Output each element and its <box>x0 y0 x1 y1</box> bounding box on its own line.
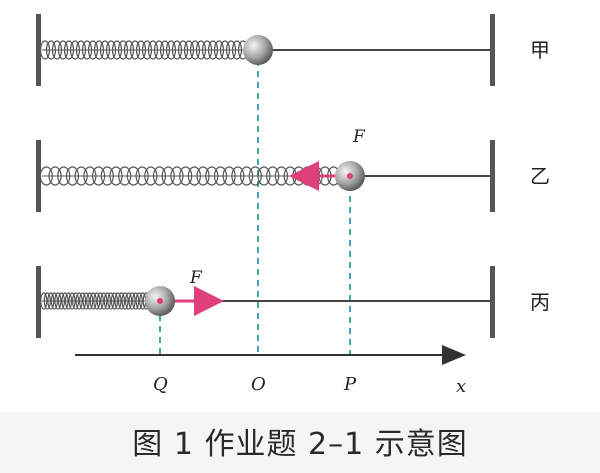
right-wall <box>490 140 495 212</box>
tick-label-O: O <box>251 374 266 395</box>
row-label-bing: 丙 <box>530 290 550 314</box>
row-bing: F 丙 <box>36 266 550 338</box>
left-wall <box>36 266 41 338</box>
axis-label-x: x <box>456 376 466 397</box>
force-label: F <box>189 268 203 288</box>
row-label-yi: 乙 <box>530 164 550 188</box>
spring-stretched <box>39 166 341 186</box>
spring-compressed <box>39 40 249 60</box>
force-label: F <box>352 127 366 147</box>
ball <box>243 35 273 65</box>
row-label-jia: 甲 <box>530 38 550 62</box>
right-wall <box>490 266 495 338</box>
left-wall <box>36 14 41 86</box>
left-wall <box>36 140 41 212</box>
force-origin-dot <box>347 173 353 179</box>
force-origin-dot <box>157 298 163 304</box>
row-jia: 甲 <box>36 14 550 86</box>
spring-compressed <box>40 292 150 310</box>
row-yi: F 乙 <box>36 127 550 212</box>
figure-caption: 图 1 作业题 2–1 示意图 <box>132 427 467 462</box>
tick-label-P: P <box>343 374 357 395</box>
caption-band <box>0 412 600 473</box>
right-wall <box>490 14 495 86</box>
tick-label-Q: Q <box>153 374 168 395</box>
